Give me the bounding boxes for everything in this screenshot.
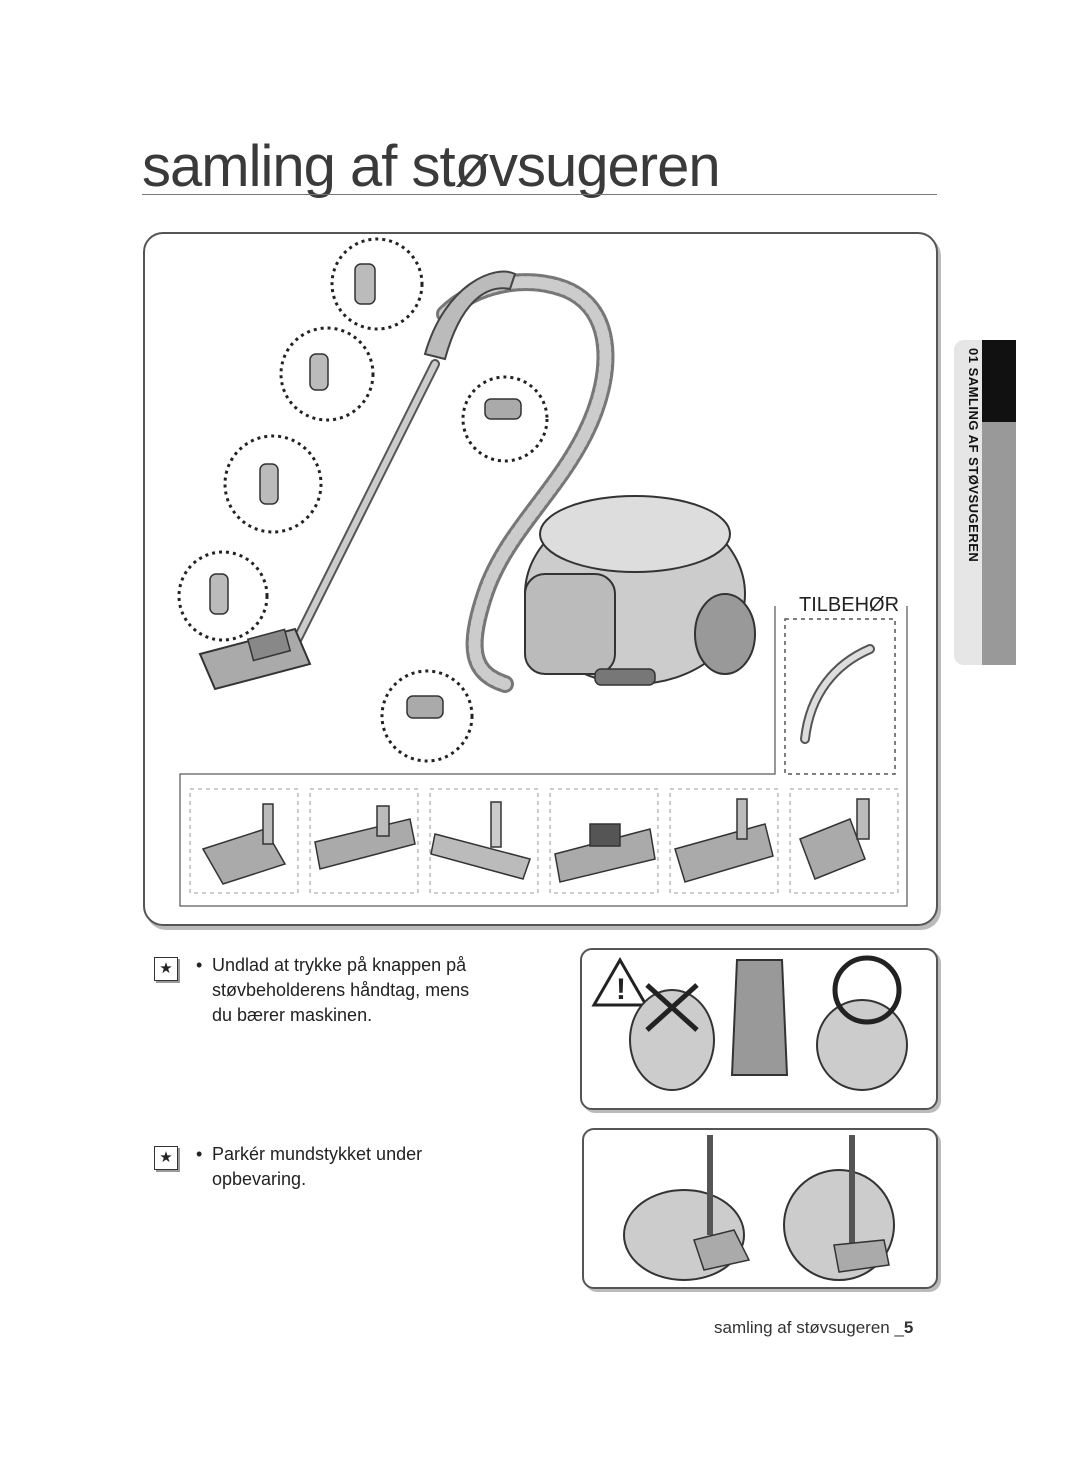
note-text: Undlad at trykke på knappen på støvbehol… [212,955,470,1025]
star-note-icon: ★ [154,957,178,981]
page-footer: samling af støvsugeren _5 [714,1318,913,1338]
bullet: • [196,955,203,975]
carry-warning-illustration: ! [580,948,938,1110]
vacuum-assembly-illustration [177,237,908,907]
accessories-label: TILBEHØR [797,594,902,617]
note-carry-warning: ★ • Undlad at trykke på knappen på støvb… [154,953,494,1028]
side-tab-label: 01 SAMLING AF STØVSUGEREN [966,348,981,563]
brush-heads-row [189,788,899,894]
side-tab-black-marker [982,340,1016,422]
ok-circle-icon [832,955,902,1025]
footer-text: samling af støvsugeren _ [714,1318,904,1337]
assembly-illustration-panel [143,232,938,926]
bullet: • [196,1144,203,1164]
note-text: Parkér mundstykket under opbevaring. [212,1144,423,1189]
page-number: 5 [903,1318,914,1337]
note-parking: ★ • Parkér mundstykket under opbevaring. [154,1142,494,1192]
svg-text:!: ! [616,973,626,1006]
side-tab-background [954,340,982,665]
title-rule [142,194,937,195]
warning-triangle-icon [591,957,649,1007]
parking-illustration [582,1128,938,1289]
page-title: samling af støvsugeren [142,134,721,199]
star-note-icon: ★ [154,1146,178,1170]
side-tab-gray-marker [982,422,1016,665]
